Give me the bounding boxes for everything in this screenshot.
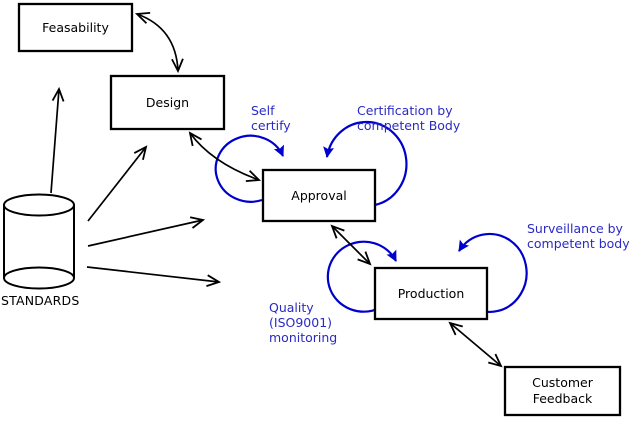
quality-monitoring-loop [326, 240, 397, 313]
quality-line2: (ISO9001) [269, 315, 333, 330]
arrow-design-approval [190, 133, 259, 180]
surveillance-line2: competent body [527, 236, 630, 251]
arrow-standards-approval [87, 220, 203, 247]
surveillance-line1: Surveillance by [527, 221, 623, 236]
arrow-feasability-design [137, 14, 178, 71]
surveillance-loop [458, 232, 528, 313]
arrow-standards-production [86, 266, 219, 282]
feasability-box [17, 2, 134, 53]
certification-line1: Certification by [357, 103, 453, 118]
standards-label: STANDARDS [1, 293, 80, 308]
standards-cylinder [3, 193, 75, 290]
approval-box [261, 168, 377, 223]
certification-annotation: Certification by competent Body [357, 103, 460, 133]
certification-loop [323, 120, 408, 207]
self-certify-line1: Self [251, 103, 275, 118]
customer-feedback-box [503, 365, 622, 417]
arrow-production-customer-feedback [450, 323, 501, 366]
quality-annotation: Quality (ISO9001) monitoring [269, 300, 337, 345]
design-box [109, 74, 226, 131]
certification-line2: competent Body [357, 118, 461, 133]
surveillance-annotation: Surveillance by competent body [527, 221, 630, 251]
arrow-standards-design [87, 147, 146, 222]
self-certify-line2: certify [251, 118, 291, 133]
arrow-standards-feasability [50, 89, 59, 194]
arrow-approval-production [332, 226, 370, 264]
quality-line3: monitoring [269, 330, 338, 345]
quality-line1: Quality [269, 300, 314, 315]
production-box [373, 266, 489, 321]
self-certify-annotation: Self certify [251, 103, 291, 133]
